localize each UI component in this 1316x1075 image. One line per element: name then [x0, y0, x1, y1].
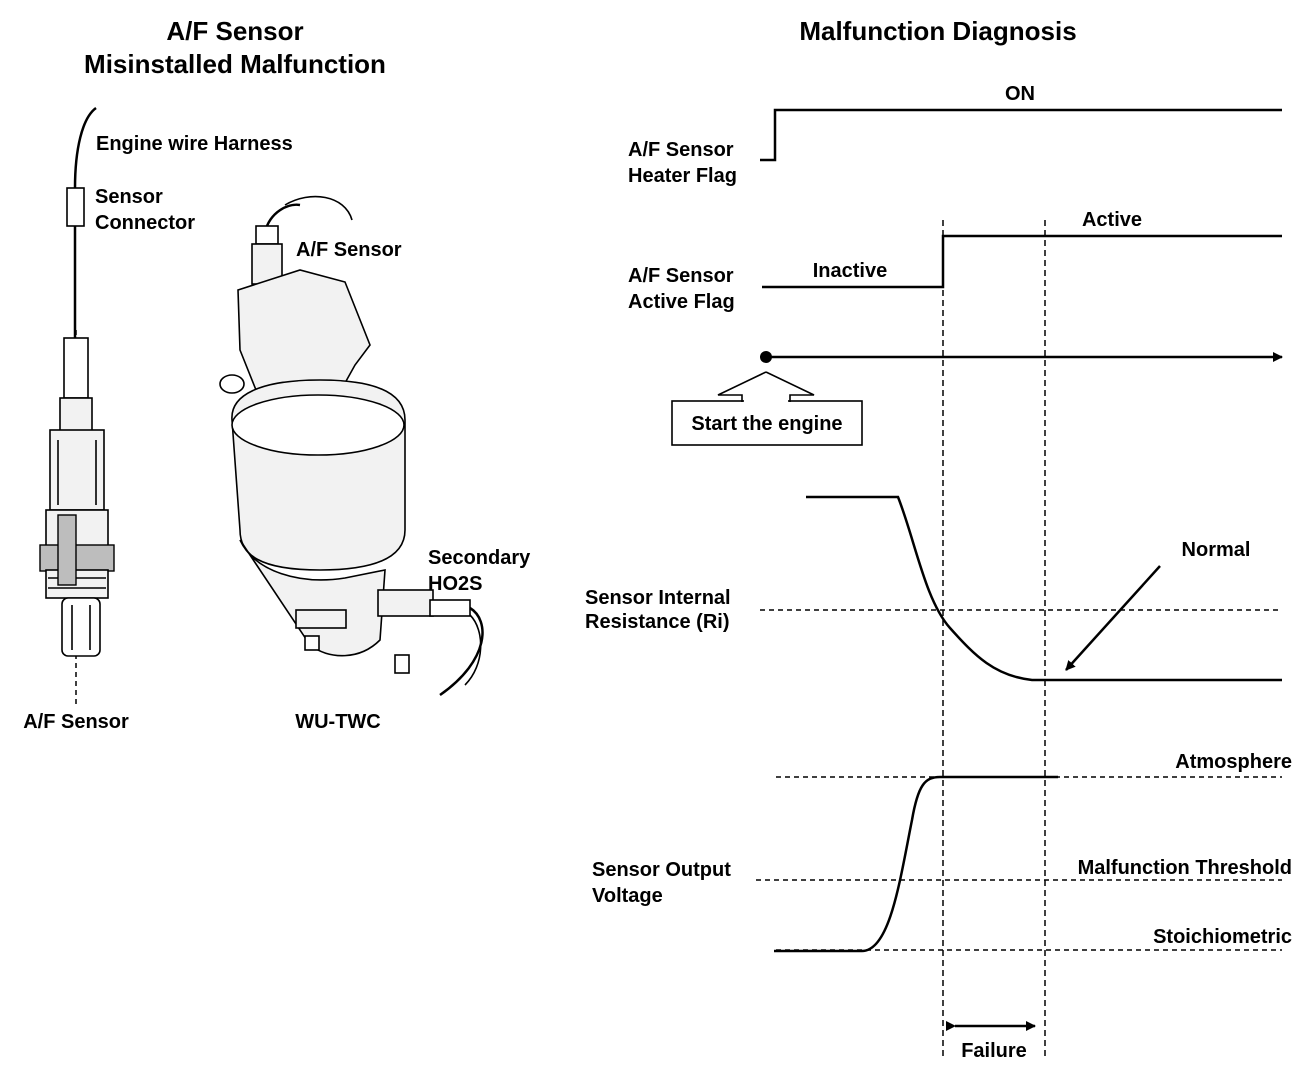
resistance-trace: Sensor Internal Resistance (Ri) Normal [585, 495, 1282, 682]
resistance-label-2: Resistance (Ri) [585, 611, 730, 633]
wu-twc-caption: WU-TWC [295, 711, 381, 733]
left-panel: A/F Sensor Misinstalled Malfunction Engi… [23, 16, 531, 733]
active-flag-label-2: Active Flag [628, 291, 735, 313]
engine-wire-harness: Engine wire Harness [73, 106, 293, 189]
voltage-trace: Sensor Output Voltage Atmosphere Malfunc… [592, 751, 1292, 953]
heater-flag-on-label: ON [1005, 83, 1035, 105]
left-title-line2: Misinstalled Malfunction [84, 49, 386, 79]
af-sensor-illustration: A/F Sensor [23, 330, 129, 733]
stoichiometric-label: Stoichiometric [1153, 926, 1292, 948]
active-flag-trace: A/F Sensor Active Flag Inactive Active [628, 209, 1282, 313]
sensor-connector: Sensor Connector [66, 186, 195, 340]
right-title: Malfunction Diagnosis [799, 16, 1076, 46]
sensor-connector-label-1: Sensor [95, 186, 163, 208]
right-panel: Malfunction Diagnosis A/F Sensor Heater … [585, 16, 1292, 1062]
af-sensor-caption: A/F Sensor [23, 711, 129, 733]
voltage-label-1: Sensor Output [592, 859, 731, 881]
heater-flag-label-1: A/F Sensor [628, 139, 734, 161]
wu-twc-illustration: A/F Sensor Secondary HO2S WU-TWC [219, 195, 531, 733]
sensor-connector-label-2: Connector [95, 212, 195, 234]
heater-flag-label-2: Heater Flag [628, 165, 737, 187]
active-flag-inactive-label: Inactive [813, 260, 887, 282]
af-sensor-on-twc-label: A/F Sensor [296, 239, 402, 261]
engine-harness-label: Engine wire Harness [96, 133, 293, 155]
failure-span: Failure [946, 1021, 1036, 1062]
normal-label: Normal [1182, 539, 1251, 561]
heater-flag-trace: A/F Sensor Heater Flag ON [628, 83, 1282, 187]
secondary-ho2s-label-2: HO2S [428, 573, 482, 595]
time-axis: Start the engine [671, 351, 1283, 446]
voltage-label-2: Voltage [592, 885, 663, 907]
resistance-label-1: Sensor Internal [585, 587, 731, 609]
malfunction-threshold-label: Malfunction Threshold [1078, 857, 1292, 879]
failure-label: Failure [961, 1040, 1027, 1062]
left-title-line1: A/F Sensor [166, 16, 303, 46]
active-flag-label-1: A/F Sensor [628, 265, 734, 287]
secondary-ho2s-label-1: Secondary [428, 547, 531, 569]
start-engine-label: Start the engine [691, 413, 842, 435]
atmosphere-label: Atmosphere [1175, 751, 1292, 773]
active-flag-active-label: Active [1082, 209, 1142, 231]
